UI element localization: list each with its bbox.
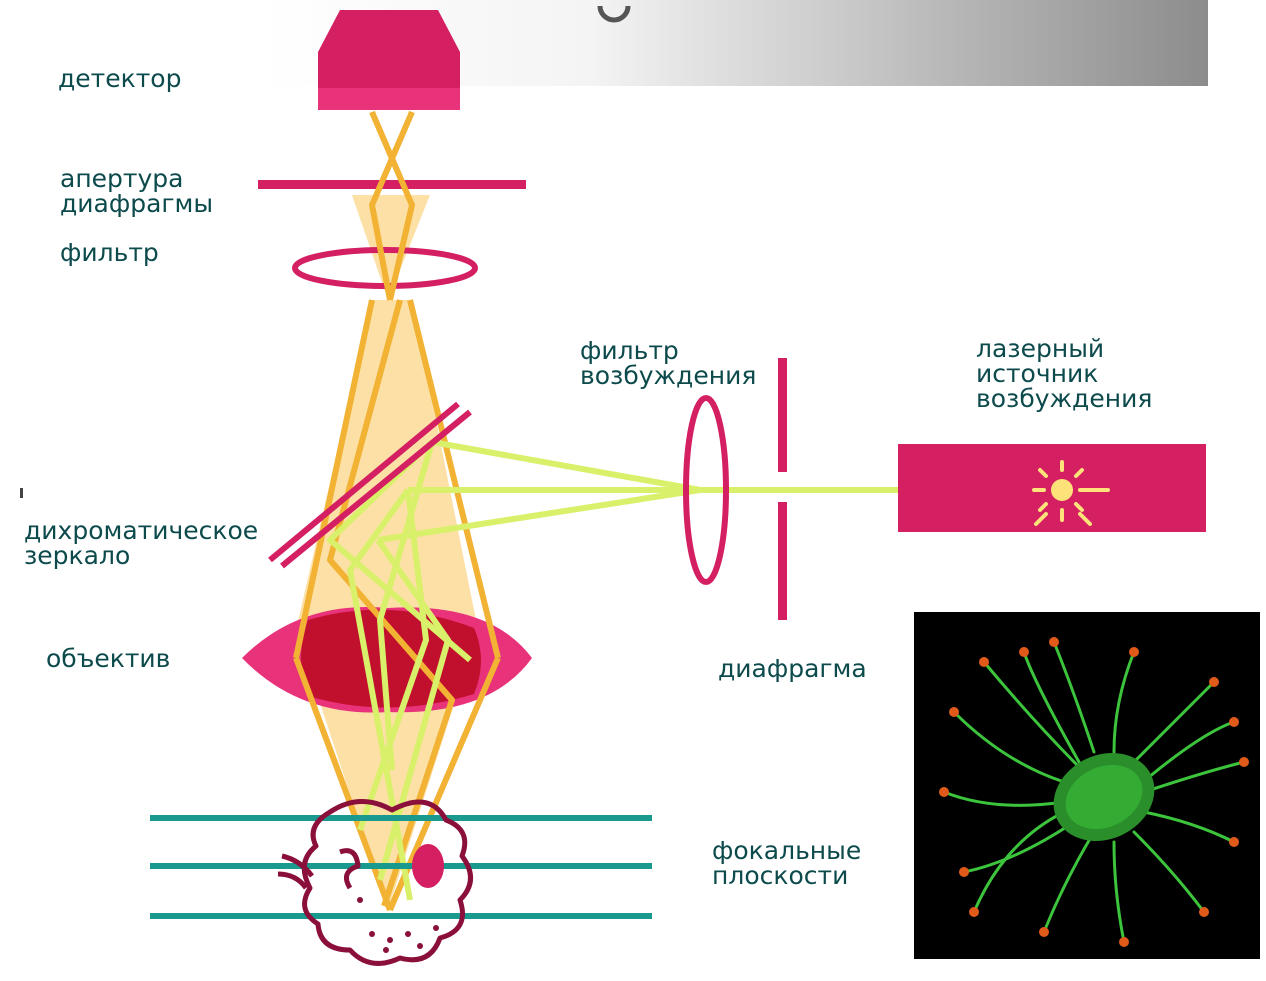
aperture-diaphragm	[258, 180, 526, 189]
micrograph-image	[914, 612, 1260, 959]
cell-nucleus	[412, 844, 444, 888]
label-objective: объектив	[46, 646, 170, 671]
laser-source	[898, 444, 1206, 532]
edge-mark	[20, 488, 23, 498]
cell-granules	[357, 897, 439, 953]
label-diaphragm: диафрагма	[718, 656, 867, 681]
label-detector: детектор	[58, 66, 181, 91]
fluorescent-cell-micrograph	[914, 612, 1260, 959]
label-filter: фильтр	[60, 240, 159, 265]
detector	[318, 10, 460, 110]
